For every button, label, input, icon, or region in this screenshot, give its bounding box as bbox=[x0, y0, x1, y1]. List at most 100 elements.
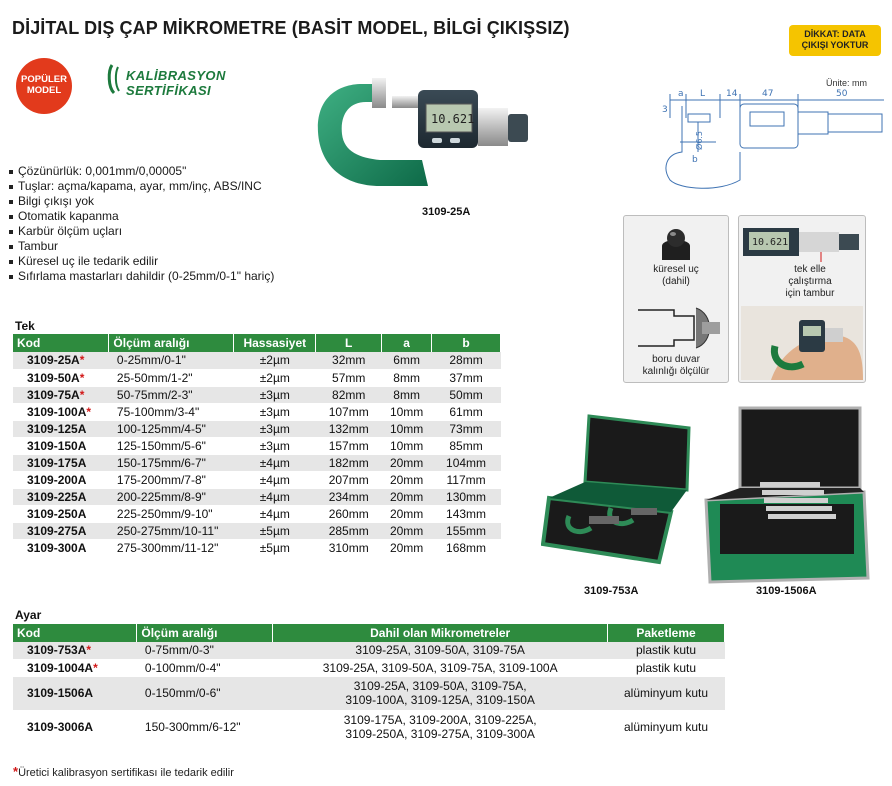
brand-logo: INSIZE bbox=[371, 143, 398, 162]
feature-item: Çözünürlük: 0,001mm/0,00005" bbox=[8, 164, 274, 179]
calibration-logo-line-2: SERTİFİKASI bbox=[126, 83, 212, 98]
ball-anvil-inset: küresel uç (dahil) boru duvar kalınlığı … bbox=[623, 215, 729, 383]
code-text: 3109-100A bbox=[27, 404, 87, 419]
set-col-header-packaging: Paketleme bbox=[607, 624, 725, 642]
calibration-star: * bbox=[86, 404, 92, 419]
cell-b: 168mm bbox=[431, 539, 501, 557]
tube-wall-icon bbox=[638, 307, 720, 349]
ratchet-label: tek elle çalıştırma için tambur bbox=[785, 264, 835, 299]
dim-label-14: 14 bbox=[726, 89, 738, 99]
ball-anvil-label: küresel uç (dahil) bbox=[653, 264, 699, 287]
cell-b: 130mm bbox=[431, 488, 501, 506]
page-title: DİJİTAL DIŞ ÇAP MİKROMETRE (BASİT MODEL,… bbox=[12, 18, 570, 38]
cell-code: 3109-100A* bbox=[13, 403, 109, 421]
code-text: 3109-200A bbox=[27, 472, 87, 487]
calibration-star: * bbox=[86, 643, 92, 658]
cell-a: 10mm bbox=[381, 437, 432, 455]
set-1506a-caption: 3109-1506A bbox=[756, 585, 817, 597]
cell-a: 20mm bbox=[381, 488, 432, 506]
units-label: Ünite: mm bbox=[826, 78, 868, 88]
cell-L: 260mm bbox=[315, 505, 382, 523]
cell-range: 25-50mm/1-2" bbox=[108, 369, 234, 387]
micrometer-display-value: 10.621 bbox=[431, 112, 474, 126]
cell-a: 20mm bbox=[381, 522, 432, 540]
cell-code: 3109-175A bbox=[13, 454, 109, 472]
cell-accuracy: ±5µm bbox=[233, 522, 316, 540]
cell-range: 125-150mm/5-6" bbox=[108, 437, 234, 455]
table-row: 3109-753A*0-75mm/0-3"3109-25A, 3109-50A,… bbox=[13, 642, 725, 660]
code-text: 3109-300A bbox=[27, 540, 87, 555]
code-text: 3109-150A bbox=[27, 438, 87, 453]
cell-L: 310mm bbox=[315, 539, 382, 557]
footnote-star: * bbox=[13, 764, 19, 779]
cell-range: 200-225mm/8-9" bbox=[108, 488, 234, 506]
cell-code: 3109-275A bbox=[13, 522, 109, 540]
col-header-code: Kod bbox=[13, 334, 110, 352]
cell-accuracy: ±4µm bbox=[233, 454, 316, 472]
cell-range: 0-100mm/0-4" bbox=[136, 659, 273, 677]
cell-accuracy: ±3µm bbox=[233, 437, 316, 455]
cell-range: 100-125mm/4-5" bbox=[108, 420, 234, 438]
cell-a: 8mm bbox=[381, 386, 432, 404]
ratchet-thimble-inset: 10.621 tek elle çalıştırma için tambur bbox=[738, 215, 866, 383]
cell-b: 50mm bbox=[431, 386, 501, 404]
cell-L: 32mm bbox=[315, 352, 382, 370]
cell-accuracy: ±3µm bbox=[233, 386, 316, 404]
ball-anvil-icon bbox=[662, 229, 690, 260]
footnote: *Üretici kalibrasyon sertifikası ile ted… bbox=[13, 764, 234, 779]
cell-L: 157mm bbox=[315, 437, 382, 455]
cell-code: 3109-1004A* bbox=[13, 659, 137, 677]
code-text: 3109-275A bbox=[27, 523, 87, 538]
cell-b: 155mm bbox=[431, 522, 501, 540]
dim-label-b: b bbox=[692, 155, 698, 165]
dim-label-diameter: Ø6.5 bbox=[694, 131, 704, 150]
code-text: 3109-3006A bbox=[27, 720, 94, 734]
cell-b: 73mm bbox=[431, 420, 501, 438]
cell-range: 175-200mm/7-8" bbox=[108, 471, 234, 489]
cell-range: 0-25mm/0-1" bbox=[108, 352, 234, 370]
cell-code: 3109-125A bbox=[13, 420, 109, 438]
cell-a: 20mm bbox=[381, 471, 432, 489]
cell-L: 207mm bbox=[315, 471, 382, 489]
calibration-star: * bbox=[93, 660, 98, 675]
cell-code: 3109-200A bbox=[13, 471, 109, 489]
calibration-logo-line-1: KALİBRASYON bbox=[126, 68, 226, 83]
code-text: 3109-25A bbox=[27, 353, 80, 368]
feature-item: Otomatik kapanma bbox=[8, 209, 274, 224]
cell-code: 3109-1506A bbox=[13, 676, 137, 711]
col-header-accuracy: Hassasiyet bbox=[233, 334, 317, 352]
warning-line-1: DİKKAT: DATA bbox=[804, 29, 866, 39]
included-line: 3109-175A, 3109-200A, 3109-225A, bbox=[343, 713, 537, 727]
footnote-text: Üretici kalibrasyon sertifikası ile teda… bbox=[18, 767, 234, 779]
feature-item: Tambur bbox=[8, 239, 274, 254]
included-line: 3109-25A, 3109-50A, 3109-75A, bbox=[353, 679, 527, 693]
cell-a: 20mm bbox=[381, 539, 432, 557]
feature-item: Tuşlar: açma/kapama, ayar, mm/inç, ABS/I… bbox=[8, 179, 274, 194]
cell-b: 143mm bbox=[431, 505, 501, 523]
no-data-output-warning: DİKKAT: DATA ÇIKIŞI YOKTUR bbox=[789, 25, 881, 56]
feature-item: Sıfırlama mastarları dahildir (0-25mm/0-… bbox=[8, 269, 274, 284]
col-header-a: a bbox=[381, 334, 433, 352]
set-col-header-code: Kod bbox=[13, 624, 138, 642]
tube-wall-label: boru duvar kalınlığı ölçülür bbox=[642, 354, 710, 377]
cell-accuracy: ±5µm bbox=[233, 539, 316, 557]
included-line: 3109-250A, 3109-275A, 3109-300A bbox=[345, 727, 535, 741]
cell-b: 104mm bbox=[431, 454, 501, 472]
cell-L: 132mm bbox=[315, 420, 382, 438]
cell-a: 10mm bbox=[381, 420, 432, 438]
cell-L: 107mm bbox=[315, 403, 382, 421]
code-text: 3109-225A bbox=[27, 489, 87, 504]
cell-a: 8mm bbox=[381, 369, 432, 387]
dim-label-50: 50 bbox=[836, 89, 848, 99]
badge-line-2: MODEL bbox=[26, 85, 62, 96]
dim-label-L: L bbox=[700, 89, 705, 99]
